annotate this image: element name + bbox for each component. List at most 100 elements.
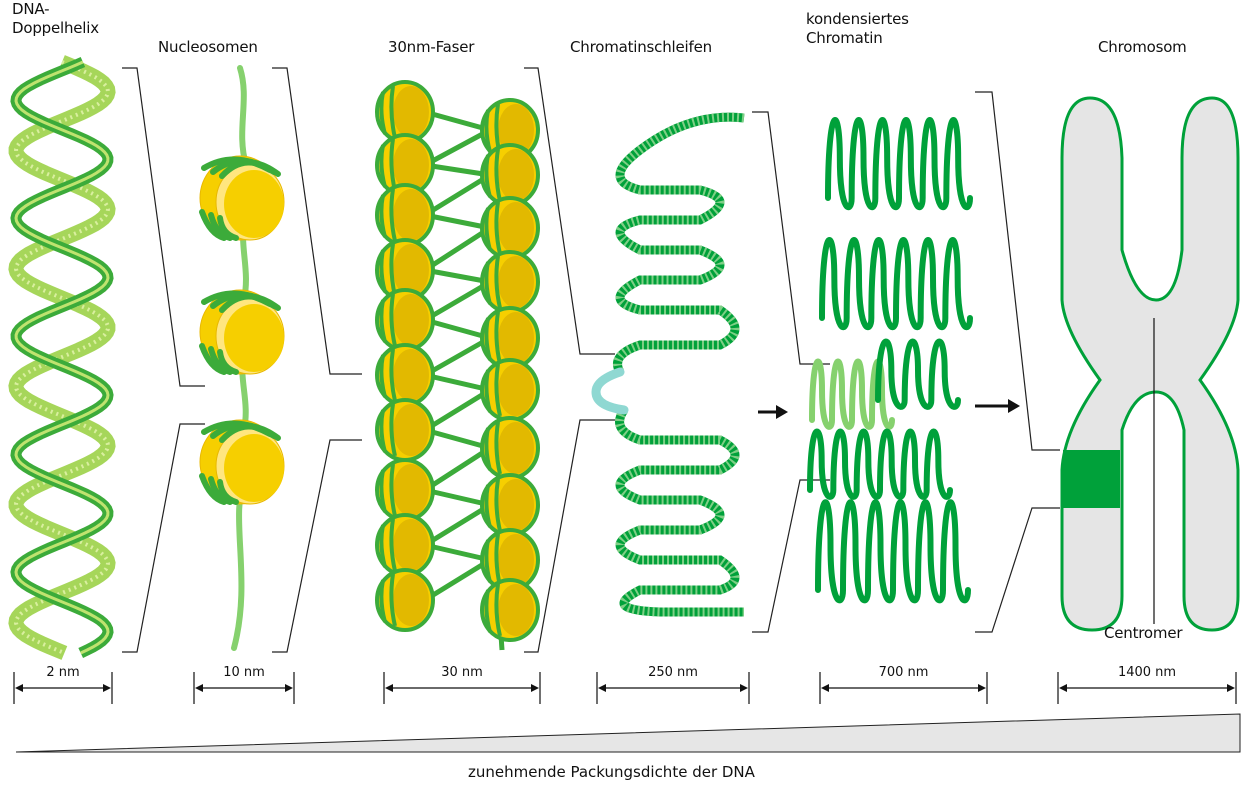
stage-arrows (758, 399, 1020, 419)
scale-label-chromosome: 1400 nm (1058, 665, 1236, 680)
scale-arrow-right (285, 684, 293, 692)
stage-title-dna: DNA- Doppelhelix (12, 0, 99, 38)
nucleosome-string (200, 68, 284, 648)
chromosome-band (1063, 450, 1120, 508)
chromatin-loops (596, 117, 744, 612)
fiber-linkers (425, 112, 490, 600)
fiber-nucleosome-right (482, 475, 538, 535)
fiber-histone-shade (393, 404, 429, 456)
condensed-loop-group (810, 432, 950, 497)
fiber-nucleosome-left (377, 185, 433, 245)
fiber-histone-shade (498, 479, 534, 531)
fiber-nucleosome-left (377, 570, 433, 630)
condensed-loop-group (878, 342, 958, 407)
scale-label-dna: 2 nm (14, 665, 112, 680)
chromosome (1062, 98, 1238, 630)
dna-double-helix (16, 62, 108, 653)
stage-title-line: Doppelhelix (12, 19, 99, 38)
arrow-head (776, 405, 788, 419)
bracket-line-0 (122, 68, 205, 386)
scale-arrow-right (978, 684, 986, 692)
fiber-histone-shade (393, 189, 429, 241)
fiber-histone-shade (393, 139, 429, 191)
condensed-loop-group (818, 502, 968, 600)
wedge-shape (16, 714, 1240, 752)
scale-label-condensed-chromatin: 700 nm (820, 665, 987, 680)
fiber-histone-shade (393, 294, 429, 346)
stage-title-chromatin-loops: Chromatinschleifen (570, 38, 712, 57)
scale-arrow-right (531, 684, 539, 692)
fiber-histone-shade (498, 149, 534, 201)
condensed-loop-group (822, 240, 970, 327)
fiber-histone-shade (393, 464, 429, 516)
fiber-nucleosome-left (377, 290, 433, 350)
zoom-bracket-5 (975, 92, 1060, 632)
centromere-label: Centromer (1104, 624, 1182, 643)
bracket-line-1 (975, 508, 1060, 632)
stage-title-line: Chromatin (806, 29, 909, 48)
zoom-bracket-2 (272, 68, 362, 652)
fiber-histone-shade (498, 202, 534, 254)
stage-title-line: DNA- (12, 0, 99, 19)
fiber-nucleosome-right (482, 418, 538, 478)
scale-arrow-left (385, 684, 393, 692)
scale-arrow-left (598, 684, 606, 692)
scale-arrow-right (740, 684, 748, 692)
fiber-histone-shade (393, 349, 429, 401)
fiber-histone-shade (498, 422, 534, 474)
fiber-nucleosome-left (377, 460, 433, 520)
stage-title-condensed-chromatin: kondensiertes Chromatin (806, 10, 909, 48)
fiber-nucleosome-left (377, 400, 433, 460)
scale-arrow-left (15, 684, 23, 692)
stage-title-chromosome: Chromosom (1098, 38, 1187, 57)
packing-density-caption: zunehmende Packungsdichte der DNA (468, 763, 755, 781)
bracket-line-0 (524, 68, 615, 354)
scale-arrow-left (1059, 684, 1067, 692)
fiber-histone-shade (393, 519, 429, 571)
fiber-nucleosome-left (377, 515, 433, 575)
condensed-loop-group (828, 120, 970, 207)
scale-arrow-left (821, 684, 829, 692)
scale-label-30nm-fiber: 30 nm (384, 665, 540, 680)
histone-face-inner (224, 434, 284, 502)
arrow-head (1008, 399, 1020, 413)
scale-label-chromatin-loops: 250 nm (597, 665, 749, 680)
nucleosome (200, 290, 284, 374)
fiber-nucleosome-right (482, 252, 538, 312)
stage-title-30nm-fiber: 30nm-Faser (388, 38, 474, 57)
fiber-histone-shade (498, 256, 534, 308)
fiber-histone-shade (498, 584, 534, 636)
fiber-nucleosome-left (377, 345, 433, 405)
bracket-line-0 (272, 68, 362, 374)
fiber-30nm (377, 82, 538, 650)
nucleosome (200, 156, 284, 240)
fiber-histone-shade (498, 534, 534, 586)
bracket-line-0 (752, 112, 830, 364)
scale-arrow-right (103, 684, 111, 692)
density-wedge (16, 714, 1240, 752)
histone-face-inner (224, 170, 284, 238)
histone-face-inner (224, 304, 284, 372)
fiber-histone-shade (393, 574, 429, 626)
condensed-chromatin (810, 120, 970, 600)
scale-label-nucleosomes: 10 nm (194, 665, 294, 680)
fiber-nucleosome-right (482, 360, 538, 420)
fiber-histone-shade (498, 312, 534, 364)
highlighted-loop (596, 372, 624, 410)
fiber-nucleosome-right (482, 580, 538, 640)
fiber-histone-shade (393, 244, 429, 296)
fiber-nucleosome-right (482, 198, 538, 258)
chromosome-body (1062, 98, 1238, 630)
zoom-bracket-1 (122, 68, 205, 652)
fiber-histone-shade (393, 86, 429, 138)
scale-arrow-left (195, 684, 203, 692)
bracket-line-0 (975, 92, 1060, 450)
bracket-line-1 (122, 424, 205, 652)
bracket-line-1 (272, 440, 362, 652)
stage-title-nucleosomes: Nucleosomen (158, 38, 258, 57)
scale-arrow-right (1227, 684, 1235, 692)
fiber-histone-shade (498, 364, 534, 416)
stage-title-line: kondensiertes (806, 10, 909, 29)
nucleosome (200, 420, 284, 504)
